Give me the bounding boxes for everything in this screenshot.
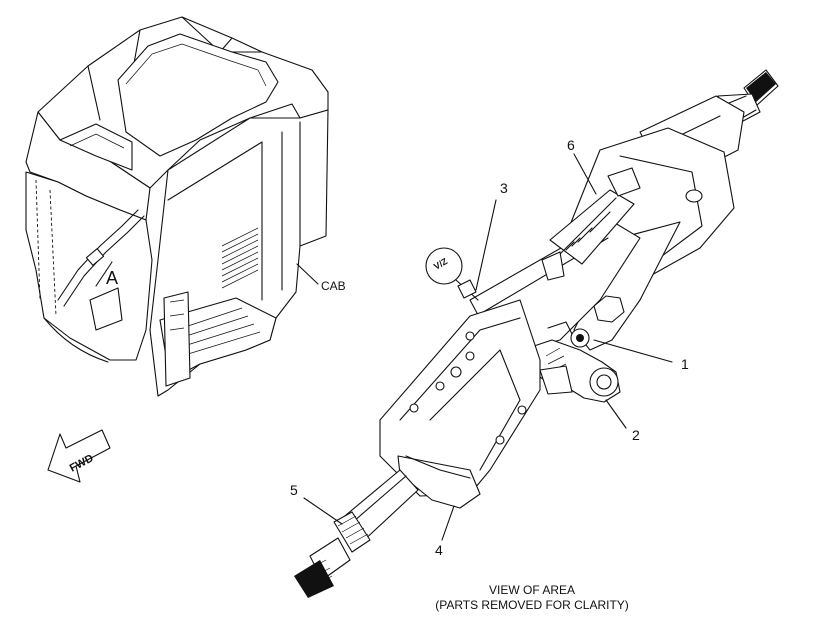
hex-nut (593, 295, 625, 323)
tilt-knob: V/Z (425, 247, 479, 301)
lower-shaft-spline (294, 537, 351, 598)
callout-3-label: 3 (500, 180, 508, 196)
cab-leader-line (296, 263, 319, 285)
caption-line-2: (PARTS REMOVED FOR CLARITY) (435, 598, 629, 612)
area-marker-label: A (106, 268, 118, 288)
callout-2-label: 2 (632, 427, 640, 443)
shaft-collar (333, 511, 371, 553)
callout-4-leader (441, 505, 455, 541)
callout-4-label: 4 (435, 542, 443, 558)
forward-arrow-icon: FWD (47, 429, 111, 483)
callout-leaders (303, 153, 673, 541)
cab-vent-grill (221, 227, 259, 289)
callout-2-leader (605, 399, 627, 429)
callout-1-leader (593, 339, 673, 363)
caption-line-1: VIEW OF AREA (489, 583, 575, 597)
steering-column: V/Z (294, 69, 779, 598)
tilt-spring (541, 167, 641, 281)
callout-3-leader (475, 199, 497, 291)
callout-6-leader (573, 153, 597, 195)
callout-6-label: 6 (567, 137, 575, 153)
cab-illustration (25, 16, 329, 397)
cab-label: CAB (321, 279, 346, 293)
lock-lever (521, 321, 621, 403)
callout-5-label: 5 (290, 482, 298, 498)
callout-1-label: 1 (681, 356, 689, 372)
pivot-hole (685, 189, 703, 203)
callout-5-leader (303, 497, 343, 525)
